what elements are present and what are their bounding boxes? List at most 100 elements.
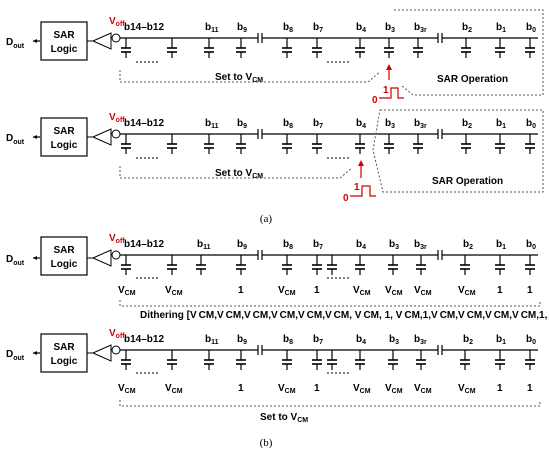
bit-label: b8 — [283, 239, 293, 251]
bit-label: b11 — [205, 22, 219, 34]
cap-value: VCM — [385, 285, 403, 297]
sar-operation-label: SAR Operation — [437, 74, 508, 85]
sar-label-2: Logic — [51, 259, 78, 270]
capacitor-icon — [460, 350, 470, 370]
cap-value: 1 — [238, 383, 244, 394]
cap-value: 1 — [497, 285, 503, 296]
bit-label: b3 — [385, 22, 395, 34]
cap-value: 1 — [527, 383, 533, 394]
bit-label: b4 — [356, 239, 366, 251]
pulse-high-label: 1 — [354, 182, 360, 193]
bit-label: b1 — [496, 22, 506, 34]
bit-label: b11 — [205, 334, 219, 346]
sar-logic-block — [40, 333, 88, 373]
capacitor-icon — [355, 255, 365, 275]
cap-value: VCM — [353, 383, 371, 395]
sar-label-1: SAR — [53, 126, 75, 137]
cap-value: 1 — [314, 383, 320, 394]
offset-source-icon — [111, 129, 121, 139]
arrow-up-icon — [386, 64, 392, 70]
control-pulse-icon — [379, 87, 404, 99]
capacitor-icon — [355, 350, 365, 370]
voff-label: Voff — [109, 328, 125, 340]
cap-value: VCM — [278, 285, 296, 297]
row-a1: Dout SAR Logic Voff b14–b12 b11 b9 b8 b7… — [6, 9, 544, 106]
pulse-high-label: 1 — [383, 85, 389, 96]
dout-label: Dout — [6, 254, 25, 267]
bit-label: b7 — [313, 334, 323, 346]
bit-label: b14–b12 — [124, 118, 164, 129]
bit-label: b7 — [313, 22, 323, 34]
offset-source-icon — [111, 345, 121, 355]
capacitor-icon — [327, 350, 337, 370]
comparator-icon — [91, 344, 112, 362]
pulse-low-label: 0 — [372, 95, 378, 106]
bit-label: b3r — [414, 334, 427, 346]
bit-label: b9 — [237, 22, 247, 34]
capacitor-icon — [384, 38, 394, 58]
cap-value: VCM — [414, 383, 432, 395]
capacitor-icon — [461, 38, 471, 58]
set-to-vcm-label: Set to VCM — [215, 168, 263, 180]
cap-value: VCM — [278, 383, 296, 395]
capacitor-icon — [384, 134, 394, 154]
cap-value: 1 — [238, 285, 244, 296]
row-b2: Dout SAR Logic Voff b14–b12 b11 b9 b8 b7… — [6, 328, 541, 424]
bit-label: b2 — [462, 22, 472, 34]
capacitor-icon — [416, 350, 426, 370]
capacitor-icon — [204, 350, 214, 370]
bit-label: b9 — [237, 334, 247, 346]
bit-label: b11 — [197, 239, 211, 251]
sar-label-2: Logic — [51, 356, 78, 367]
cap-value: VCM — [165, 383, 183, 395]
capacitor-icon — [167, 38, 177, 58]
capacitor-icon — [495, 38, 505, 58]
cap-value: VCM — [165, 285, 183, 297]
sar-label-2: Logic — [51, 140, 78, 151]
capacitor-icon — [282, 350, 292, 370]
set-to-vcm-label: Set to VCM — [215, 72, 263, 84]
capacitor-icon — [312, 134, 322, 154]
caption-a: (a) — [260, 213, 273, 225]
capacitor-icon — [416, 255, 426, 275]
capacitor-icon — [121, 38, 131, 58]
capacitor-icon — [121, 255, 131, 275]
set-to-vcm-label: Set to VCM — [260, 412, 308, 424]
bit-label: b0 — [526, 239, 536, 251]
sar-logic-block — [40, 117, 88, 157]
sar-label-2: Logic — [51, 44, 78, 55]
capacitor-icon — [495, 134, 505, 154]
comparator-icon — [91, 249, 112, 267]
capacitor-icon — [236, 255, 246, 275]
capacitor-icon — [312, 350, 322, 370]
bit-label: b9 — [237, 118, 247, 130]
offset-source-icon — [111, 33, 121, 43]
caption-b: (b) — [260, 437, 273, 449]
bit-label: b3 — [389, 334, 399, 346]
cap-value: 1 — [527, 285, 533, 296]
capacitor-icon — [388, 350, 398, 370]
cap-value: VCM — [458, 285, 476, 297]
capacitor-icon — [121, 134, 131, 154]
capacitor-icon — [196, 255, 206, 275]
capacitor-icon — [204, 38, 214, 58]
voff-label: Voff — [109, 112, 125, 124]
control-pulse-icon — [350, 185, 376, 197]
capacitor-icon — [204, 134, 214, 154]
bit-label: b7 — [313, 118, 323, 130]
bit-label: b11 — [205, 118, 219, 130]
capacitor-icon — [413, 38, 423, 58]
capacitor-icon — [282, 134, 292, 154]
capacitor-array — [121, 255, 535, 275]
dout-label: Dout — [6, 133, 25, 146]
capacitor-array — [121, 38, 535, 58]
dout-label: Dout — [6, 349, 25, 362]
bit-label: b0 — [526, 22, 536, 34]
offset-source-icon — [111, 250, 121, 260]
capacitor-icon — [355, 38, 365, 58]
bit-label: b3 — [385, 118, 395, 130]
row-a2: Dout SAR Logic Voff b14–b12 b11 b9 b8 b7… — [6, 109, 544, 204]
capacitor-icon — [525, 255, 535, 275]
capacitor-icon — [167, 134, 177, 154]
